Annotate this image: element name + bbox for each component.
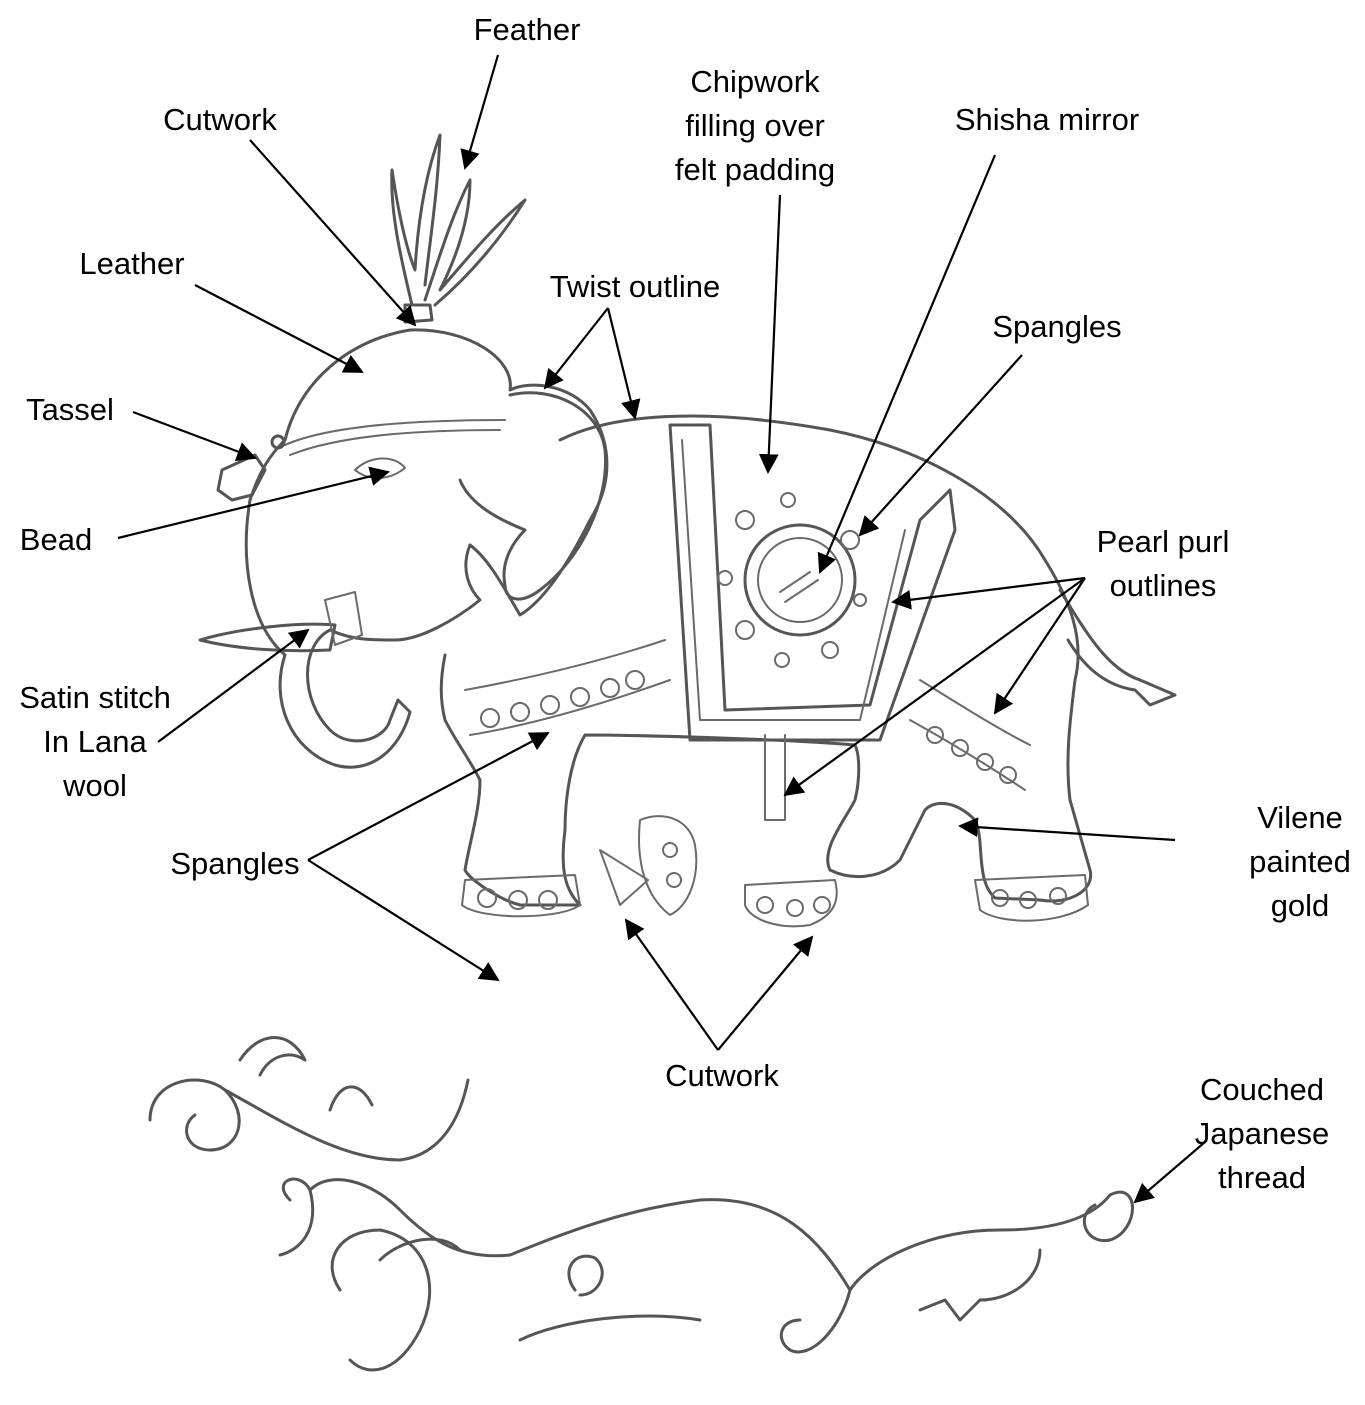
label-chipwork-line-2: filling over [675,104,835,148]
label-pearl-line-2: outlines [1097,564,1230,608]
annotation-arrows [118,55,1205,1202]
label-satin-line-3: wool [19,764,171,808]
arrow-chipwork [768,195,780,472]
label-spangles-left: Spangles [170,842,299,886]
label-couched-line-1: Couched [1195,1068,1329,1112]
label-cutwork-bottom: Cutwork [665,1054,779,1098]
elephant-body [441,416,1090,905]
label-couched-thread: Couched Japanese thread [1195,1068,1329,1200]
label-tassel: Tassel [26,388,114,432]
arrow-shisha [820,155,995,572]
feet-cuffs [462,816,1088,926]
label-feather: Feather [474,8,581,52]
label-vilene-line-1: Vilene [1249,796,1351,840]
arrow-cutwork-bottom-1 [626,920,718,1050]
label-satin-line-2: In Lana [19,720,171,764]
label-bead: Bead [20,518,92,562]
arrow-twist-2 [608,308,635,418]
label-chipwork-line-1: Chipwork [675,60,835,104]
arrow-vilene [960,826,1175,840]
label-leather: Leather [79,242,184,286]
arrow-cutwork-bottom-2 [718,937,812,1050]
saddle-spangles [718,493,866,667]
label-pearl-line-1: Pearl purl [1097,520,1230,564]
arrow-bead [118,472,388,538]
arrow-feather [465,55,498,168]
arrow-twist-1 [545,308,608,388]
label-satin-line-1: Satin stitch [19,676,171,720]
label-vilene-line-3: gold [1249,884,1351,928]
arrow-spangles-left-1 [308,733,548,860]
label-spangles-right: Spangles [992,305,1121,349]
feather-drawing [392,135,525,322]
label-cutwork-top: Cutwork [163,98,277,142]
label-chipwork: Chipwork filling over felt padding [675,60,835,192]
label-vilene-line-2: painted [1249,840,1351,884]
label-chipwork-line-3: felt padding [675,148,835,192]
label-vilene: Vilene painted gold [1249,796,1351,928]
couched-thread-scrolls [150,1038,1133,1371]
shisha-mirror-drawing [745,525,855,635]
label-twist-outline: Twist outline [550,265,721,309]
label-satin-stitch: Satin stitch In Lana wool [19,676,171,808]
arrow-leather [195,285,362,372]
arrow-tassel [133,412,255,458]
arrow-cutwork-top [250,140,415,325]
label-shisha-mirror: Shisha mirror [955,98,1139,142]
label-couched-line-2: Japanese [1195,1112,1329,1156]
label-pearl-purl: Pearl purl outlines [1097,520,1230,608]
label-couched-line-3: thread [1195,1156,1329,1200]
